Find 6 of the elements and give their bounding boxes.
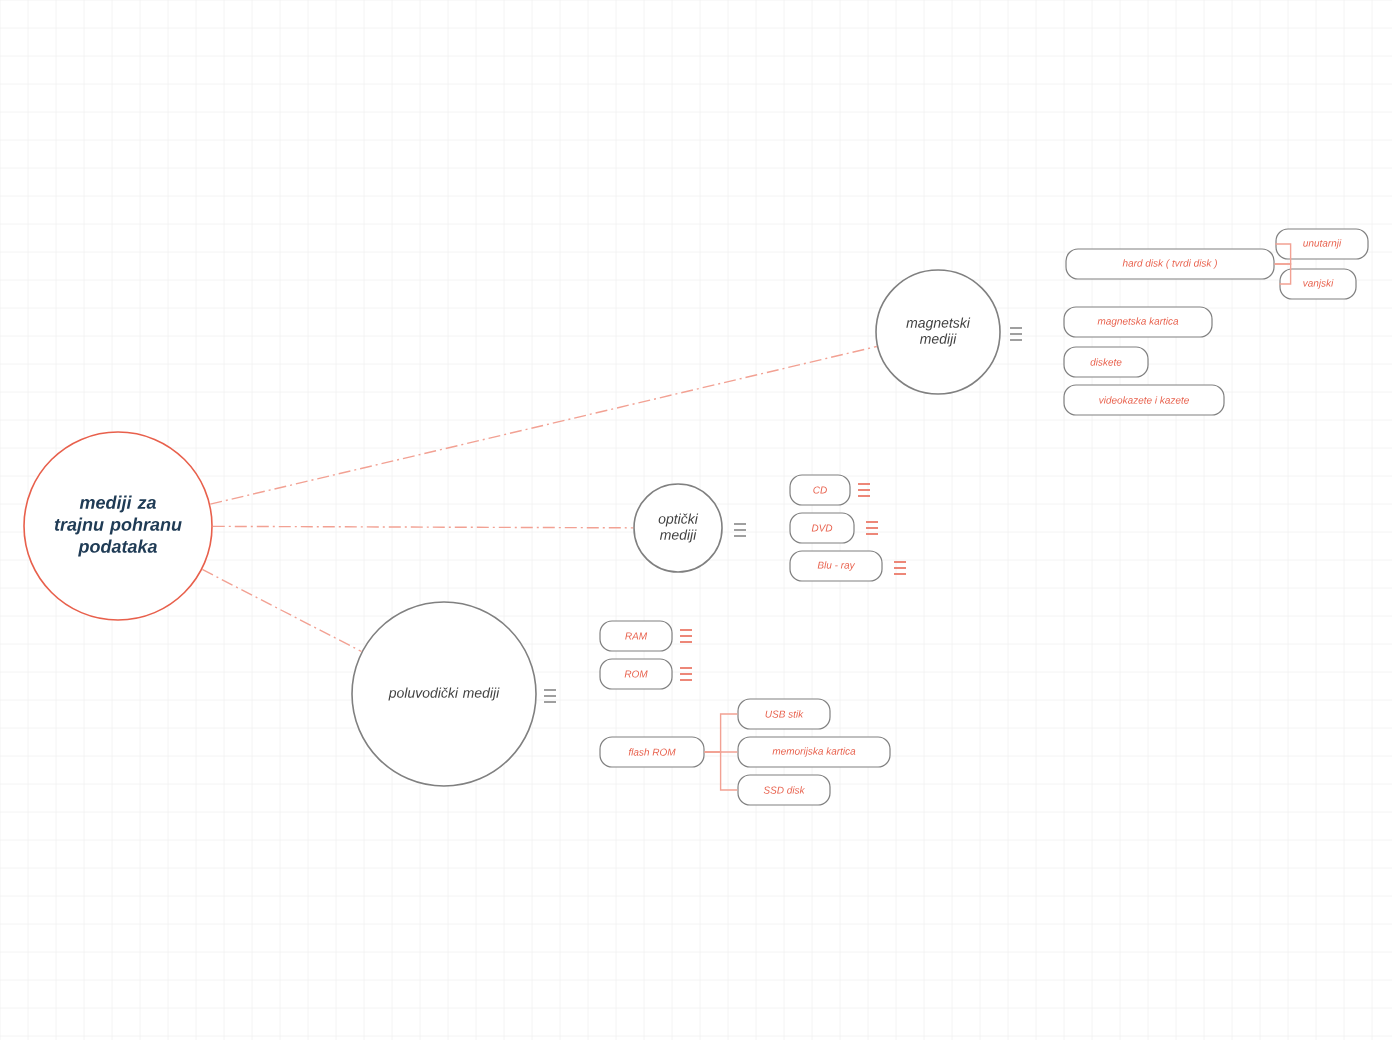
connector-line bbox=[209, 345, 878, 505]
connector-line bbox=[212, 525, 634, 529]
connector-line bbox=[1273, 263, 1292, 285]
connector-line bbox=[201, 568, 363, 653]
connector-line bbox=[1273, 243, 1292, 265]
connector-line bbox=[703, 751, 739, 791]
